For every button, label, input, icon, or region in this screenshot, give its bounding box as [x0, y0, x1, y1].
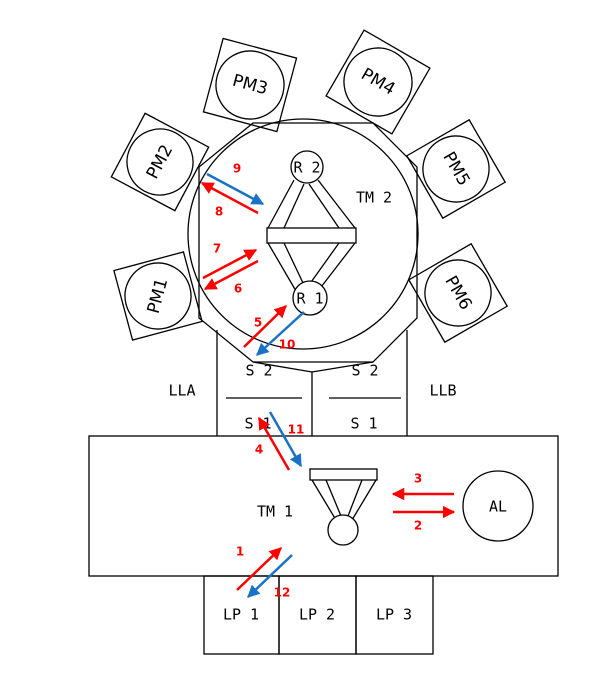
- tm1-chamber: [88, 435, 559, 577]
- flow-arrow-12: [247, 554, 293, 598]
- flow-arrow-1: [236, 547, 282, 591]
- flow-arrow-7: [202, 248, 258, 280]
- step-number: 8: [215, 205, 223, 219]
- tm1-robot: [309, 468, 378, 546]
- llb-s2-label: S 2: [351, 362, 378, 380]
- tm1-label: TM 1: [257, 503, 293, 521]
- pm2-label: PM2: [143, 142, 177, 183]
- flow-arrow-10: [256, 311, 305, 356]
- step-number: 2: [414, 519, 422, 533]
- pm4-module: [325, 29, 431, 135]
- pm6-module: [407, 242, 509, 344]
- pm3-module: [202, 37, 298, 133]
- flow-arrow-11: [268, 411, 303, 468]
- pm5-module: [405, 118, 507, 220]
- step-number: 12: [274, 586, 291, 600]
- pm1-module: [113, 251, 203, 341]
- lla-s2-label: S 2: [245, 362, 272, 380]
- lp1-label: LP 1: [223, 606, 259, 624]
- step-number: 9: [233, 162, 241, 176]
- step-number: 6: [234, 282, 242, 296]
- r1-label: R 1: [296, 290, 323, 308]
- pm3-label: PM3: [230, 71, 270, 100]
- step-number: 4: [255, 443, 263, 457]
- pm1-label: PM1: [144, 276, 173, 316]
- step-number: 7: [213, 242, 221, 256]
- lla-label: LLA: [168, 382, 195, 400]
- robot-arm-r2: [290, 150, 324, 184]
- tm2-label: TM 2: [356, 189, 392, 207]
- llb-label: LLB: [429, 382, 456, 400]
- lp2-label: LP 2: [299, 606, 335, 624]
- robot-arm-r1: [292, 280, 328, 316]
- flow-arrow-4: [257, 416, 291, 471]
- pm2-module: [110, 112, 210, 212]
- load-port-lp3: [355, 575, 434, 655]
- step-number: 11: [288, 423, 305, 437]
- pm4-label: PM4: [358, 64, 399, 99]
- aligner-label: AL: [489, 498, 507, 516]
- lla-s1-label: S 1: [244, 415, 271, 433]
- flow-arrow-6: [203, 259, 259, 291]
- step-number: 5: [254, 316, 262, 330]
- lp3-label: LP 3: [376, 606, 412, 624]
- step-number: 3: [414, 472, 422, 486]
- flow-arrow-5: [243, 305, 287, 348]
- tm2-robot: [266, 179, 357, 292]
- step-number: 10: [279, 338, 296, 352]
- r2-label: R 2: [293, 159, 320, 177]
- llb-s1-label: S 1: [350, 415, 377, 433]
- aligner: [462, 470, 534, 542]
- pm5-label: PM5: [438, 149, 473, 190]
- flow-arrow-8: [200, 181, 259, 215]
- tm2-chamber-inner: [187, 118, 419, 350]
- flow-arrow-9: [206, 172, 265, 206]
- step-number: 1: [236, 545, 244, 559]
- pm6-label: PM6: [440, 273, 475, 314]
